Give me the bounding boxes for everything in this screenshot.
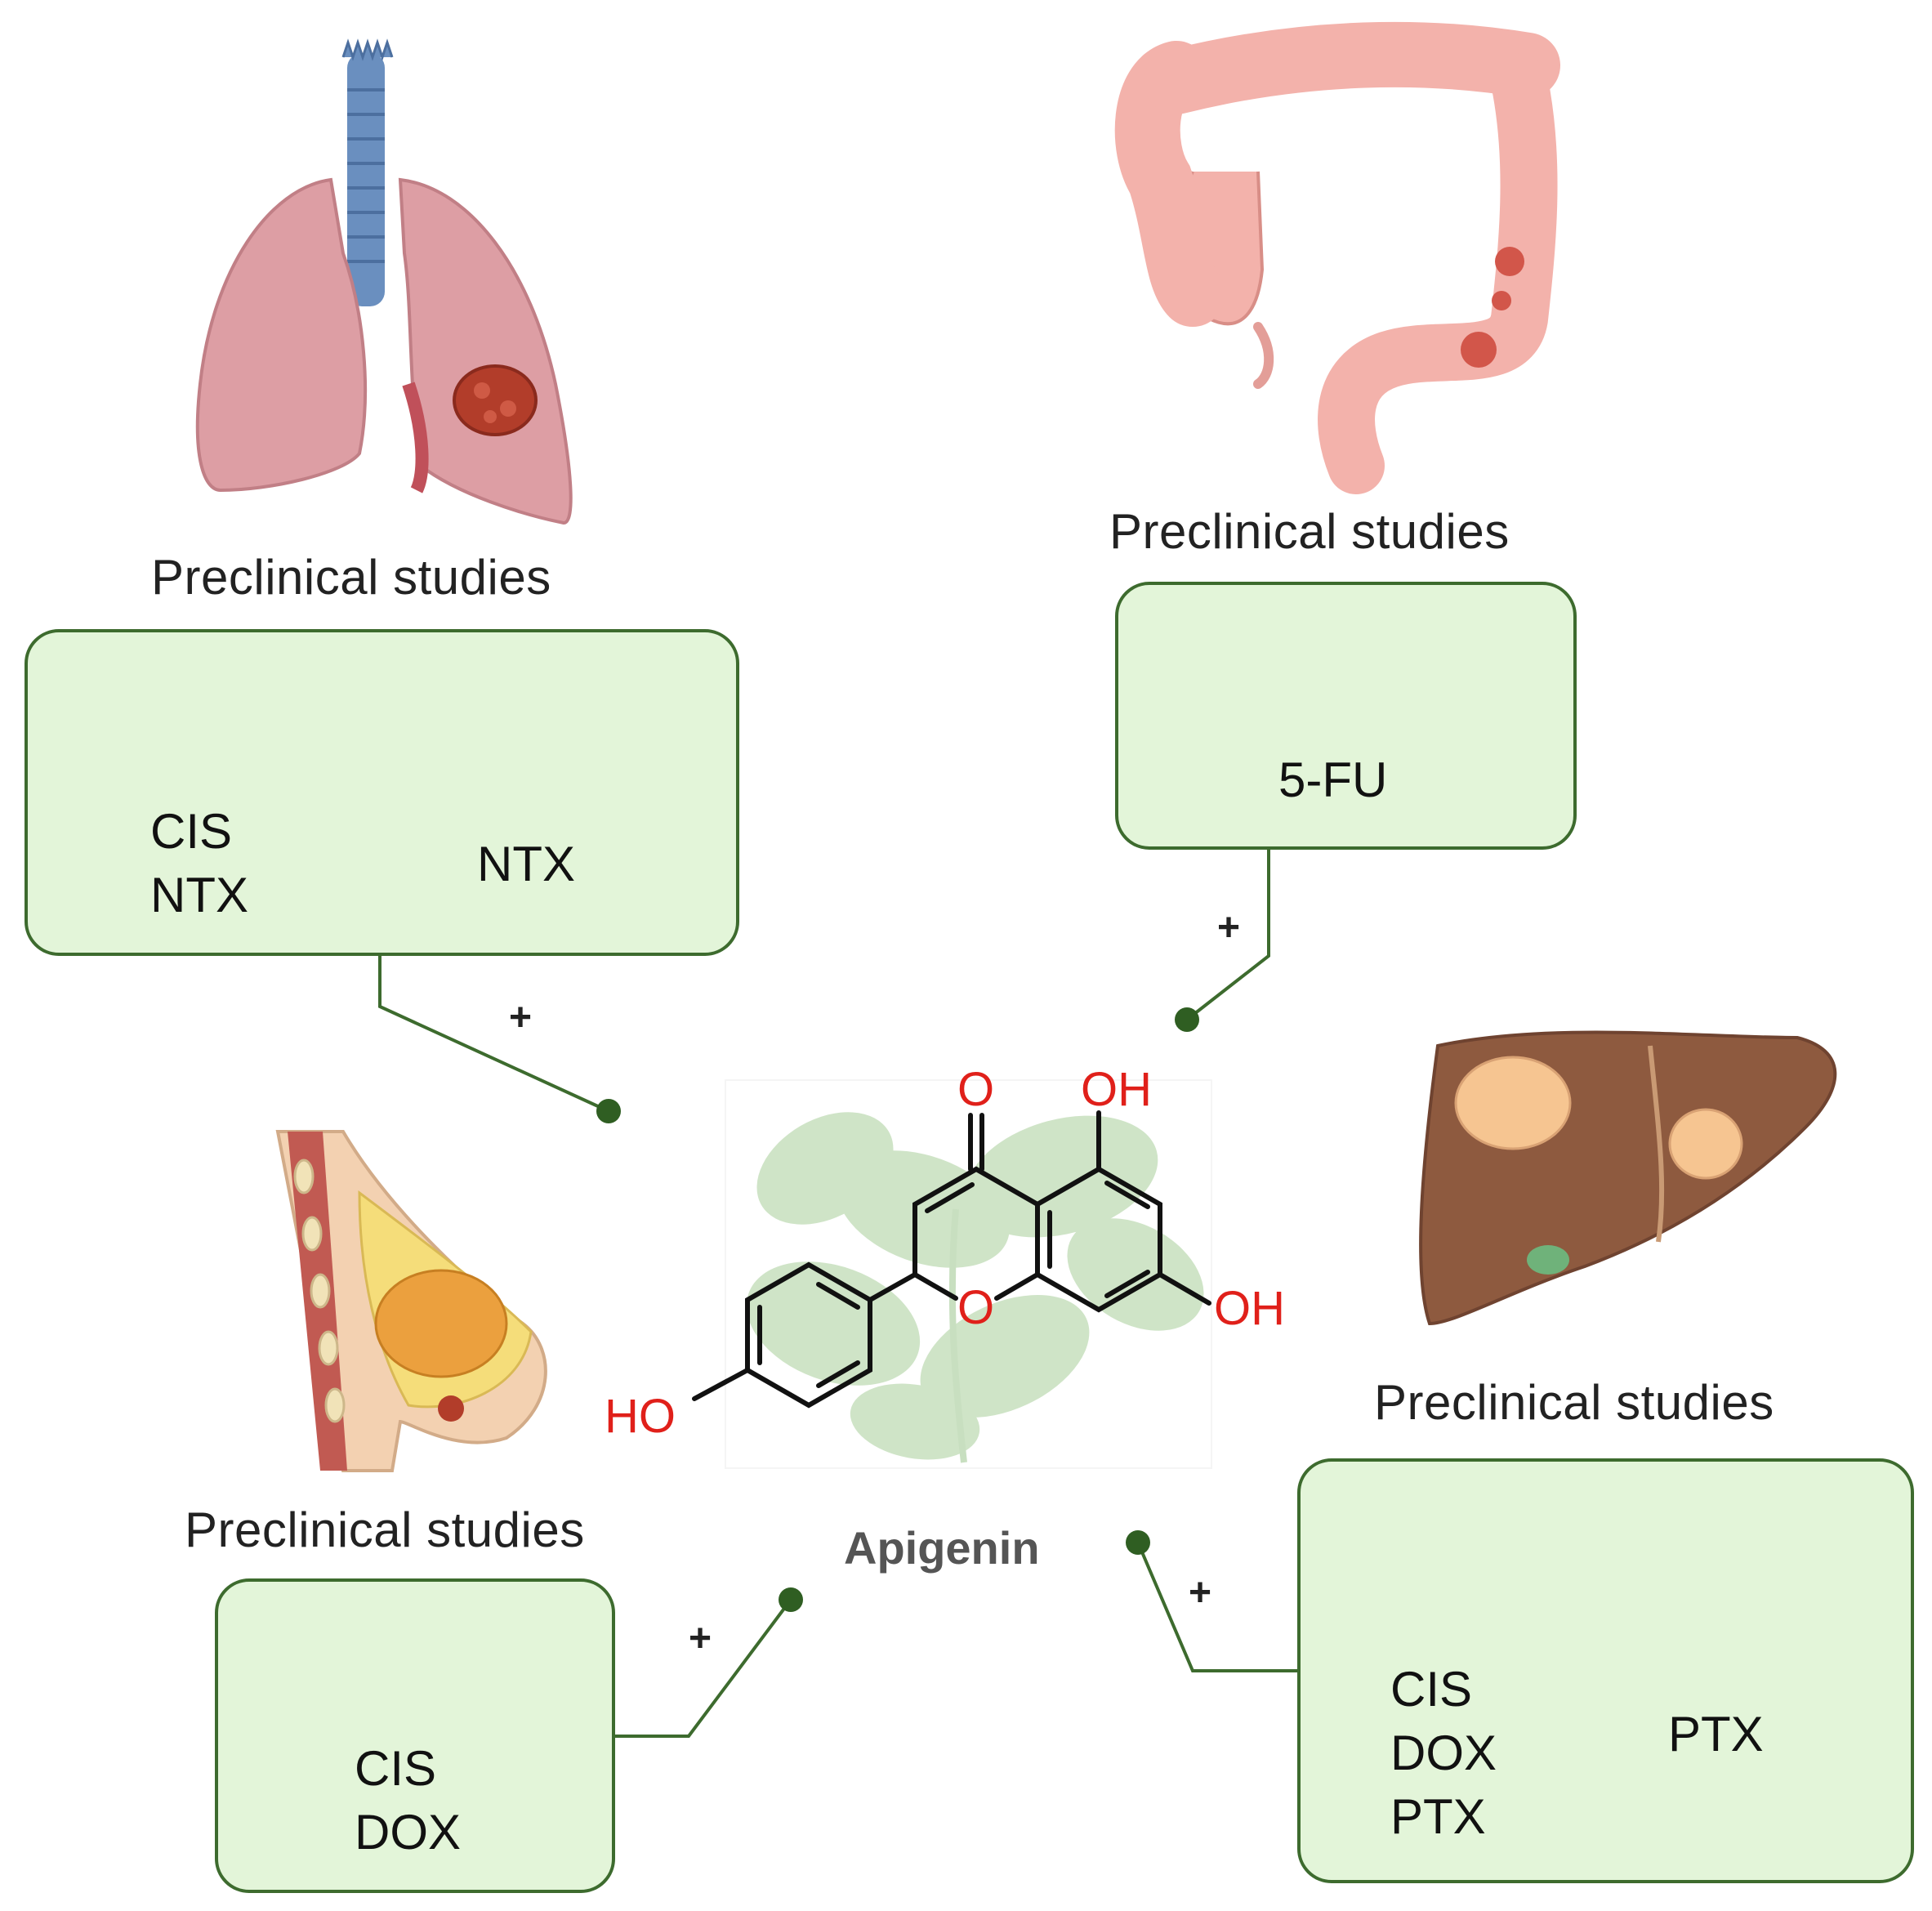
drug-label: PTX	[1668, 1707, 1764, 1761]
drug-label: CIS	[355, 1741, 437, 1796]
connector-dot-colon	[1175, 1007, 1199, 1032]
drug-label: CIS	[1390, 1662, 1473, 1717]
parsley-background	[725, 1079, 1212, 1469]
drug-label: NTX	[150, 868, 248, 922]
colon-illustration	[1114, 21, 1560, 494]
liver-study-box: CIS DOX PTX PTX	[1297, 1458, 1914, 1883]
lung-plus-sign: +	[509, 996, 533, 1039]
breast-illustration	[275, 1130, 547, 1472]
colon-study-box: 5-FU	[1115, 582, 1577, 850]
compound-name: Apigenin	[844, 1522, 1040, 1574]
breast-plus-sign: +	[689, 1617, 712, 1660]
drug-label: PTX	[1390, 1789, 1486, 1844]
connector-dot-breast	[779, 1587, 803, 1612]
connector-dot-liver	[1126, 1530, 1150, 1555]
connectors	[378, 848, 1299, 1738]
ring-oxygen-label: O	[957, 1281, 995, 1334]
connector-dot-lung	[596, 1099, 621, 1123]
connector-colon	[1185, 848, 1270, 1021]
liver-in-vivo-drugs: PTX	[1668, 1703, 1764, 1766]
apigenin-structure	[692, 1110, 1211, 1409]
liver-heading: Preclinical studies	[1374, 1375, 1774, 1430]
connector-lung	[378, 954, 609, 1113]
drug-label: DOX	[355, 1805, 462, 1860]
liver-plus-sign: +	[1189, 1571, 1212, 1614]
liver-in-vitro-drugs: CIS DOX PTX	[1390, 1658, 1497, 1849]
liver-illustration	[1419, 1030, 1837, 1326]
drug-label: DOX	[1390, 1726, 1497, 1780]
connector-breast	[613, 1598, 792, 1738]
lung-study-box: CIS NTX NTX	[25, 629, 739, 956]
colon-heading: Preclinical studies	[1109, 504, 1510, 559]
hydroxyl-top-label: OH	[1081, 1063, 1152, 1116]
breast-heading: Preclinical studies	[185, 1502, 585, 1557]
carbonyl-oxygen-label: O	[957, 1063, 995, 1116]
colon-in-vitro-drugs: 5-FU	[1278, 748, 1387, 812]
lung-heading: Preclinical studies	[151, 550, 551, 605]
connector-liver	[1136, 1542, 1299, 1672]
drug-label: NTX	[477, 837, 575, 891]
breast-in-vitro-drugs: CIS DOX	[355, 1737, 461, 1864]
lung-in-vivo-drugs: NTX	[477, 833, 575, 896]
lung-in-vitro-drugs: CIS NTX	[150, 800, 248, 927]
hydroxyl-right-label: OH	[1214, 1282, 1285, 1335]
colon-plus-sign: +	[1217, 906, 1241, 949]
lung-illustration	[195, 38, 573, 525]
drug-label: 5-FU	[1278, 752, 1388, 807]
drug-label: CIS	[150, 804, 233, 859]
hydroxyl-left-label: HO	[605, 1390, 676, 1443]
breast-study-box: CIS DOX	[215, 1578, 615, 1893]
